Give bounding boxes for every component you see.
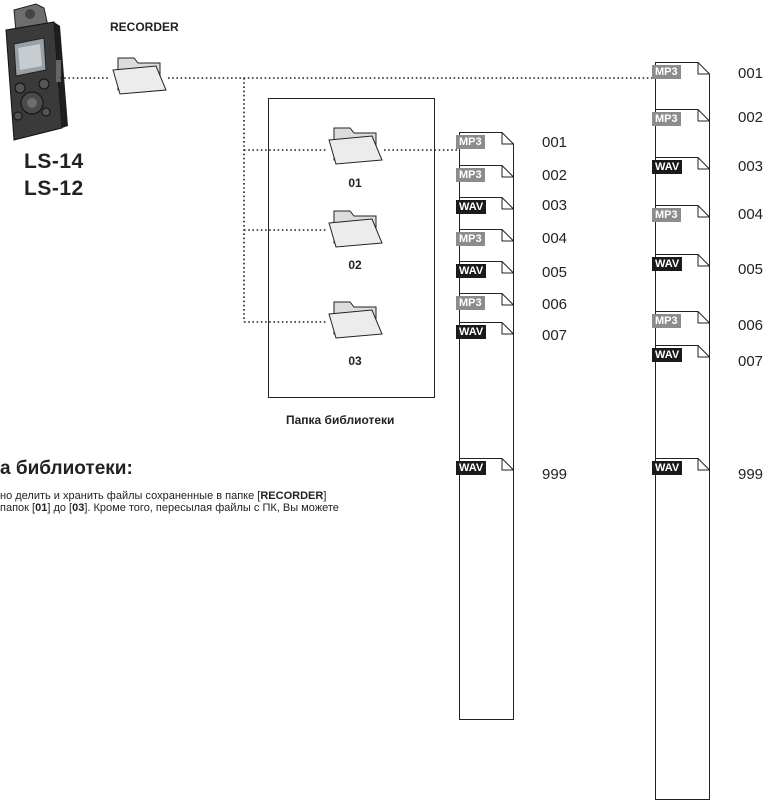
recorder-folder-label: RECORDER bbox=[110, 20, 179, 34]
right-stack-number-003: 003 bbox=[738, 158, 764, 175]
device-model-ls12: LS-12 bbox=[24, 177, 84, 200]
file-type-tag: WAV bbox=[456, 200, 487, 214]
file-type-tag: MP3 bbox=[456, 232, 485, 246]
library-caption: Папка библиотеки bbox=[286, 413, 395, 427]
line1-pre: но делить и хранить файлы сохраненные в … bbox=[0, 490, 261, 502]
middle-stack-number-002: 002 bbox=[542, 167, 568, 184]
file-type-tag: MP3 bbox=[456, 135, 485, 149]
right-stack-number-999: 999 bbox=[738, 466, 764, 483]
file-page-icon bbox=[655, 458, 710, 800]
right-stack-number-005: 005 bbox=[738, 261, 764, 278]
file-type-tag: MP3 bbox=[652, 208, 681, 222]
right-stack-number-002: 002 bbox=[738, 109, 764, 126]
file-type-tag: WAV bbox=[652, 160, 683, 174]
file-type-tag: MP3 bbox=[652, 314, 681, 328]
library-folder-03-label: 03 bbox=[348, 354, 362, 368]
right-stack-page-999: WAV bbox=[652, 458, 710, 800]
file-page-icon bbox=[459, 458, 514, 720]
line2-a: папок [ bbox=[0, 502, 36, 514]
middle-stack-number-001: 001 bbox=[542, 134, 568, 151]
library-folder-01-label: 01 bbox=[348, 176, 362, 190]
file-type-tag: WAV bbox=[652, 257, 683, 271]
library-folder-01 bbox=[326, 122, 384, 166]
file-type-tag: MP3 bbox=[652, 65, 681, 79]
library-folder-02-label: 02 bbox=[348, 258, 362, 272]
section-heading: а библиотеки: bbox=[0, 458, 133, 479]
middle-stack-number-999: 999 bbox=[542, 466, 568, 483]
description-line-1: но делить и хранить файлы сохраненные в … bbox=[0, 490, 326, 502]
file-type-tag: WAV bbox=[652, 348, 683, 362]
library-folder-03 bbox=[326, 296, 384, 340]
right-stack-number-004: 004 bbox=[738, 206, 764, 223]
line1-post: ] bbox=[323, 490, 327, 502]
middle-stack-number-004: 004 bbox=[542, 230, 568, 247]
folder-icon bbox=[328, 127, 383, 165]
middle-stack-page-999: WAV bbox=[456, 458, 514, 720]
folder-icon bbox=[328, 301, 383, 339]
line2-d: 03 bbox=[72, 502, 85, 514]
right-stack-number-006: 006 bbox=[738, 317, 764, 334]
file-type-tag: MP3 bbox=[456, 168, 485, 182]
device-model-ls14: LS-14 bbox=[24, 150, 84, 173]
middle-stack-number-003: 003 bbox=[542, 197, 568, 214]
line1-bold: RECORDER bbox=[260, 490, 324, 502]
middle-stack-number-006: 006 bbox=[542, 296, 568, 313]
folder-icon bbox=[112, 57, 167, 95]
right-stack-number-007: 007 bbox=[738, 353, 764, 370]
middle-stack-number-007: 007 bbox=[542, 327, 568, 344]
file-type-tag: WAV bbox=[456, 325, 487, 339]
file-type-tag: WAV bbox=[652, 461, 683, 475]
description-line-2: папок [01] до [03]. Кроме того, пересыла… bbox=[0, 502, 339, 514]
middle-stack-number-005: 005 bbox=[542, 264, 568, 281]
line2-c: ] до [ bbox=[47, 502, 73, 514]
library-folder-02 bbox=[326, 205, 384, 249]
library-box bbox=[268, 98, 435, 398]
line2-e: ]. Кроме того, пересылая файлы с ПК, Вы … bbox=[84, 502, 339, 514]
recorder-folder bbox=[110, 52, 168, 96]
file-type-tag: MP3 bbox=[652, 112, 681, 126]
right-stack-number-001: 001 bbox=[738, 65, 764, 82]
folder-icon bbox=[328, 210, 383, 248]
file-type-tag: WAV bbox=[456, 461, 487, 475]
file-type-tag: MP3 bbox=[456, 296, 485, 310]
file-type-tag: WAV bbox=[456, 264, 487, 278]
line2-b: 01 bbox=[35, 502, 48, 514]
recorder-device-illustration bbox=[5, 3, 68, 141]
